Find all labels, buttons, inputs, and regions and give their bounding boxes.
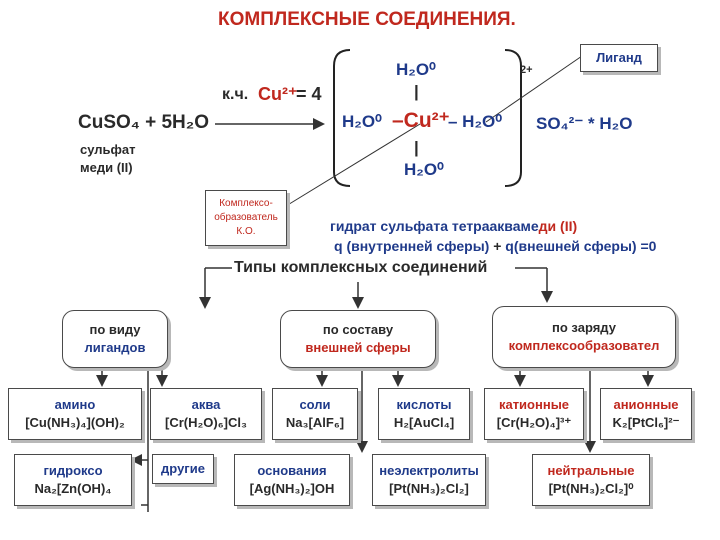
charge-inner: q (внутренней сферы) [334,238,490,254]
category-by-outer-sphere: по составу внешней сферы [280,310,436,368]
example-hydroxo-name: гидроксо [43,463,103,478]
hydrate-name-part1: гидрат сульфата тетраакваме [330,218,539,234]
example-cationic-formula: [Cr(H₂O)₄]³⁺ [496,415,572,430]
example-salts-name: соли [299,397,331,412]
charge-outer: q(внешней сферы) =0 [505,238,657,254]
water-ligand-top: H₂O⁰ [396,60,436,79]
water-ligand-bottom: H₂O⁰ [404,160,444,179]
water-ligand-left: H₂O⁰ [342,112,382,131]
example-hydroxo: гидроксо Na₂[Zn(OH)₄ [14,454,132,506]
example-amino: амино [Cu(NH₃)₄](OH)₂ [8,388,142,440]
example-nonelectrolytes-name: неэлектролиты [379,463,479,478]
example-hydroxo-formula: Na₂[Zn(OH)₄ [34,481,112,496]
reactant-name-line1: сульфат [80,142,136,157]
example-other-name: другие [161,461,205,476]
complex-former-callout: Комплексо- образователь К.О. [205,190,287,246]
ko-label-line2: образователь [214,212,278,223]
example-anionic: анионные K₂[PtCl₆]²⁻ [600,388,692,440]
charge-equation: q (внутренней сферы) + q(внешней сферы) … [334,238,656,254]
ko-pointer [285,123,421,207]
category-by-outer-line1: по составу [322,322,394,337]
coordination-number-label: к.ч. [222,86,249,103]
category-by-ligand-line2: лигандов [84,340,146,355]
coordination-ion: Cu²⁺ [258,84,298,104]
hydrate-name-part2: ди (II) [538,218,578,234]
example-aqua-formula: [Cr(H₂O)₆]Cl₃ [165,415,247,430]
reaction-reactants: CuSO₄ + 5H₂O [78,112,209,133]
category-by-charge-line1: по заряду [552,320,616,335]
category-by-ligand: по виду лигандов [62,310,168,368]
example-salts: соли Na₃[AlF₆] [272,388,358,440]
example-neutral-formula: [Pt(NH₃)₂Cl₂]⁰ [548,481,634,496]
charge-plus: + [493,238,502,254]
ligand-callout: Лиганд [580,44,658,72]
example-bases: основания [Ag(NH₃)₂]OH [234,454,350,506]
complex-charge: 2+ [520,64,533,76]
example-neutral-name: нейтральные [547,463,635,478]
example-acids-name: кислоты [396,397,452,412]
bond-top: | [414,82,419,101]
example-anionic-formula: K₂[PtCl₆]²⁻ [612,415,680,430]
ko-label-line1: Комплексо- [219,198,273,209]
category-by-charge: по заряду комплексообразовател [492,306,676,368]
outer-sphere: SO₄²⁻ * H₂O [536,114,633,133]
example-other: другие [152,454,214,484]
hydrate-name: гидрат сульфата тетрааквамеди (II) [330,218,577,234]
example-acids-formula: H₂[AuCl₄] [393,415,455,430]
example-aqua: аква [Cr(H₂O)₆]Cl₃ [150,388,262,440]
example-aqua-name: аква [191,397,221,412]
example-amino-name: амино [54,397,96,412]
example-anionic-name: анионные [613,397,679,412]
example-salts-formula: Na₃[AlF₆] [285,415,345,430]
page-title: КОМПЛЕКСНЫЕ СОЕДИНЕНИЯ. [218,9,516,30]
example-cationic-name: катионные [498,397,570,412]
ligand-label: Лиганд [596,50,642,65]
example-bases-name: основания [257,463,327,478]
bond-bottom: | [414,138,419,157]
example-amino-formula: [Cu(NH₃)₄](OH)₂ [25,415,125,430]
types-heading: Типы комплексных соединений [234,259,488,276]
category-by-outer-line2: внешней сферы [305,340,411,355]
example-bases-formula: [Ag(NH₃)₂]OH [249,481,335,496]
water-ligand-right: – H₂O⁰ [448,112,503,131]
reactant-name-line2: меди (II) [80,160,133,175]
example-nonelectrolytes: неэлектролиты [Pt(NH₃)₂Cl₂] [372,454,486,506]
example-nonelectrolytes-formula: [Pt(NH₃)₂Cl₂] [389,481,469,496]
example-neutral: нейтральные [Pt(NH₃)₂Cl₂]⁰ [532,454,650,506]
coordination-number-value: = 4 [296,84,322,104]
example-cationic: катионные [Cr(H₂O)₄]³⁺ [484,388,584,440]
category-by-ligand-line1: по виду [89,322,141,337]
complex-bracket-left [333,49,351,187]
category-by-charge-line2: комплексообразовател [508,338,660,353]
ko-label-line3: К.О. [236,226,256,237]
central-ion: –Cu²⁺ [392,109,450,132]
ligand-pointer [485,55,583,123]
example-acids: кислоты H₂[AuCl₄] [378,388,470,440]
complex-bracket-right [504,49,522,187]
